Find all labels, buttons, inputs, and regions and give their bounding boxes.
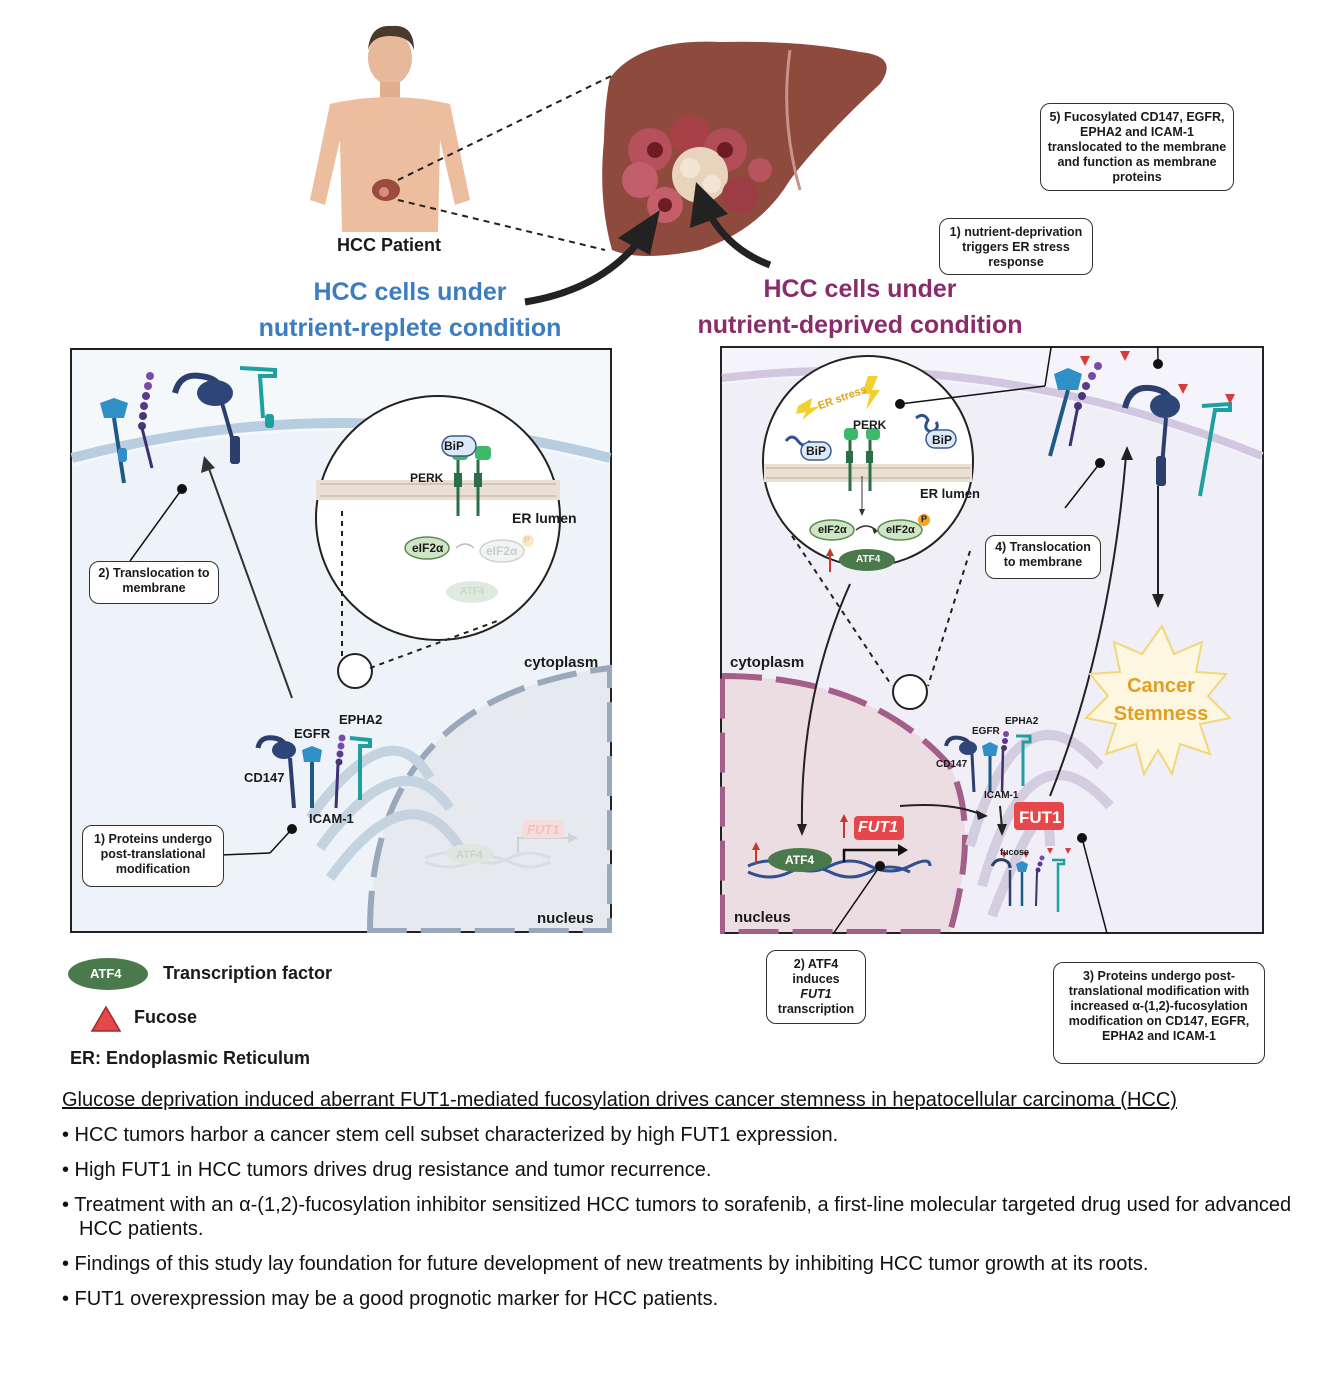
left-eif2a-label: eIF2α xyxy=(412,541,444,555)
right-nucleus-label: nucleus xyxy=(734,909,791,926)
atf4-nucleus-label: ATF4 xyxy=(785,853,815,867)
patient-liver-illustration xyxy=(310,25,887,306)
left-er-lumen-label: ER lumen xyxy=(512,510,577,526)
right-title-line2: nutrient-deprived condition xyxy=(697,311,1023,339)
left-fut1-faded-label: FUT1 xyxy=(527,822,560,837)
golgi-proteins-right xyxy=(944,731,1071,912)
membrane-proteins-top xyxy=(100,366,277,484)
right-perk-label: PERK xyxy=(853,418,887,432)
fucosylated-membrane-proteins xyxy=(1048,351,1235,497)
legend-symbols xyxy=(68,958,148,1032)
legend-fucose-label: Fucose xyxy=(134,1007,198,1027)
left-panel-title: HCC cells under nutrient-replete conditi… xyxy=(240,274,580,346)
right-callout-atf4-induces: 2) ATF4 induces FUT1 transcription xyxy=(766,950,866,1024)
tumor-cluster xyxy=(622,115,772,223)
summary-bullet: • Treatment with an α-(1,2)-fucosylation… xyxy=(62,1194,1292,1240)
legend-atf4-symbol: ATF4 xyxy=(90,966,122,981)
left-phospho-label: P xyxy=(524,535,531,545)
right-title-line1: HCC cells under xyxy=(763,275,957,303)
right-epha2-label: EPHA2 xyxy=(1005,716,1039,727)
left-title-line1: HCC cells under xyxy=(313,278,507,306)
left-cytoplasm-label: cytoplasm xyxy=(524,654,599,671)
right-callout-ptm: 3) Proteins undergo post-translational m… xyxy=(1053,962,1265,1064)
right-cell-panel xyxy=(720,346,1264,934)
right-egfr-label: EGFR xyxy=(972,726,1000,737)
left-title-line2: nutrient-replete condition xyxy=(258,314,562,342)
left-perk-label: PERK xyxy=(410,471,444,485)
stemness-line1: Cancer xyxy=(1127,675,1195,697)
right-cd147-label: CD147 xyxy=(936,759,968,770)
left-nucleus-label: nucleus xyxy=(537,910,594,927)
fut1-protein-label: FUT1 xyxy=(1019,808,1062,827)
right-bip-left-label: BiP xyxy=(806,444,827,458)
right-icam1-label: ICAM-1 xyxy=(984,790,1019,801)
fut1-gene-label: FUT1 xyxy=(858,819,898,836)
right-perk-dimer xyxy=(844,428,880,491)
legend-er-def: ER: Endoplasmic Reticulum xyxy=(70,1048,311,1068)
cancer-stemness-label: Cancer Stemness xyxy=(1106,672,1216,728)
callout-atf4-gene: FUT1 xyxy=(800,987,832,1001)
stemness-line2: Stemness xyxy=(1113,703,1209,725)
summary-bullet: • FUT1 overexpression may be a good prog… xyxy=(62,1288,719,1310)
fucose-triangle-icon xyxy=(90,1005,122,1032)
right-er-lumen-label: ER lumen xyxy=(920,486,980,501)
left-egfr-label: EGFR xyxy=(294,726,331,741)
right-panel-title: HCC cells under nutrient-deprived condit… xyxy=(680,271,1040,343)
legend-tf-label: Transcription factor xyxy=(163,963,333,983)
summary-bullet: • Findings of this study lay foundation … xyxy=(62,1253,1149,1275)
patient-label: HCC Patient xyxy=(337,235,442,255)
left-callout-ptm: 1) Proteins undergo post-translational m… xyxy=(82,825,224,887)
left-bip-label: BiP xyxy=(444,439,465,453)
left-cd147-label: CD147 xyxy=(244,770,285,785)
right-eif2a-p-label: eIF2α xyxy=(886,524,915,536)
left-eif2a-p-label: eIF2α xyxy=(486,544,518,558)
fucose-small-label: fucose xyxy=(1000,847,1030,857)
cancer-stemness-burst xyxy=(1083,623,1233,777)
patient-figure xyxy=(310,25,470,232)
liver-illustration xyxy=(602,41,887,256)
right-eif2a-label: eIF2α xyxy=(818,524,847,536)
summary-bullet: • HCC tumors harbor a cancer stem cell s… xyxy=(62,1124,839,1146)
right-callout-er-stress: 1) nutrient-deprivation triggers ER stre… xyxy=(939,218,1093,275)
right-cytoplasm-label: cytoplasm xyxy=(730,654,805,671)
right-callout-fucosylated: 5) Fucosylated CD147, EGFR, EPHA2 and IC… xyxy=(1040,103,1234,191)
right-bip-right-label: BiP xyxy=(932,433,953,447)
right-callout-translocation: 4) Translocation to membrane xyxy=(985,535,1101,579)
callout-atf4-prefix: 2) ATF4 induces xyxy=(792,957,840,986)
callout-atf4-suffix: transcription xyxy=(777,1002,855,1016)
summary-title: Glucose deprivation induced aberrant FUT… xyxy=(62,1089,1177,1111)
left-cell-panel xyxy=(70,348,612,933)
left-epha2-label: EPHA2 xyxy=(339,712,383,727)
membrane-proteins-golgi xyxy=(255,734,372,809)
summary-block: Glucose deprivation induced aberrant FUT… xyxy=(62,1088,1302,1311)
left-icam1-label: ICAM-1 xyxy=(309,811,354,826)
right-atf4-circle-label: ATF4 xyxy=(856,554,881,565)
left-callout-translocation: 2) Translocation to membrane xyxy=(89,561,219,604)
left-atf4-faded-label: ATF4 xyxy=(460,586,485,597)
right-phospho-label: P xyxy=(921,514,928,524)
summary-bullet: • High FUT1 in HCC tumors drives drug re… xyxy=(62,1159,712,1181)
left-atf4-nucleus-faded-label: ATF4 xyxy=(456,849,483,861)
